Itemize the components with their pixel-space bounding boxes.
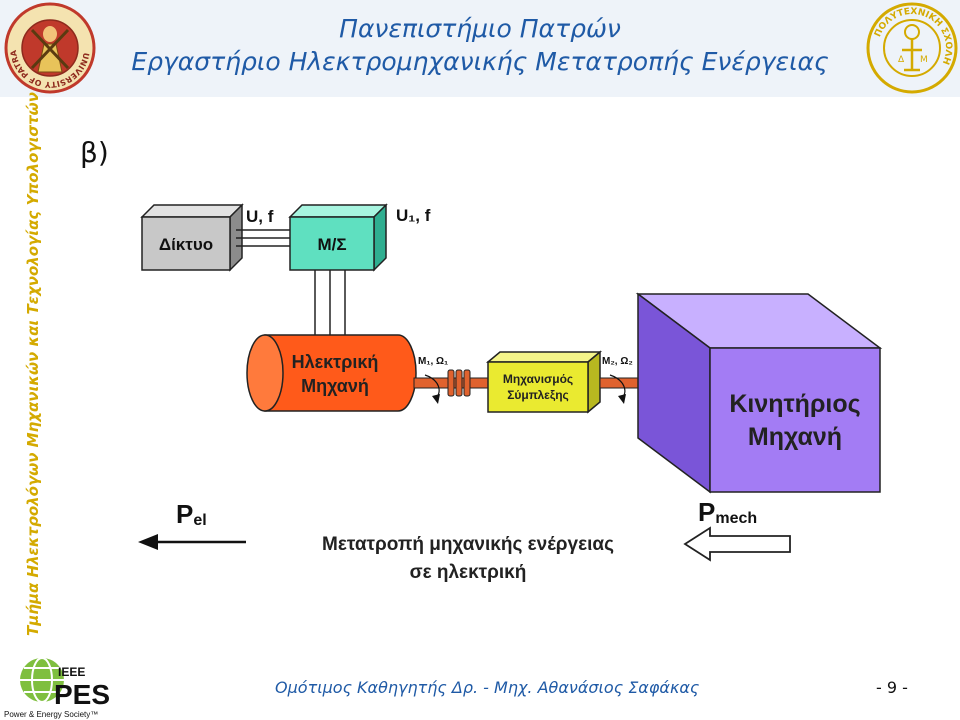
u1f-label: U₁, f <box>396 206 431 225</box>
page-number: - 9 - <box>876 678 908 697</box>
converter-machine-lines <box>314 270 346 335</box>
ieee-label: IEEE <box>58 665 85 679</box>
pmech-arrow <box>683 526 791 562</box>
m2-label: M₂, Ω₂ <box>602 356 633 367</box>
shaft-coupling-flange <box>447 369 471 397</box>
university-logo: UNIVERSITY OF PATRAS <box>4 2 96 94</box>
footer-author: Ομότιμος Καθηγητής Δρ. - Μηχ. Αθανάσιος … <box>275 678 700 697</box>
prime-mover-cube: Κινητήριος Μηχανή <box>635 292 883 494</box>
grid-box: Δίκτυο <box>140 203 244 272</box>
converter-label: Μ/Σ <box>317 235 346 254</box>
grid-label: Δίκτυο <box>159 235 213 254</box>
machine-label-line2: Μηχανή <box>301 376 369 396</box>
caption-line1: Μετατροπή μηχανικής ενέργειας <box>322 534 614 555</box>
pes-label: PES <box>54 679 110 710</box>
converter-box: Μ/Σ <box>288 203 388 272</box>
slide-subtitle: β) <box>80 136 109 169</box>
caption-line2: σε ηλεκτρική <box>410 562 527 583</box>
svg-text:Δ: Δ <box>898 55 905 65</box>
svg-text:Μ: Μ <box>920 55 928 65</box>
coupling-box: Μηχανισμός Σύμπλεξης <box>485 350 603 414</box>
ieee-pes-logo: IEEE PES Power & Energy Society™ <box>4 657 110 719</box>
m1-label: M₁, Ω₁ <box>418 356 448 367</box>
slide-header <box>0 0 960 97</box>
engine-label-line1: Κινητήριος <box>729 390 860 418</box>
coupling-label-line1: Μηχανισμός <box>503 372 573 386</box>
polytechnic-logo: Δ Μ ΠΟΛΥΤΕΧΝΙΚΗ ΣΧΟΛΗ <box>866 2 958 94</box>
coupling-label-line2: Σύμπλεξης <box>507 388 569 402</box>
society-label: Power & Energy Society™ <box>4 710 98 719</box>
pmech-label: Pmech <box>698 497 757 527</box>
pel-arrow <box>138 534 246 550</box>
grid-converter-lines <box>236 229 290 247</box>
uf-label: U, f <box>246 207 274 226</box>
slide-title-line2: Εργαστήριο Ηλεκτρομηχανικής Μετατροπής Ε… <box>131 47 829 76</box>
electric-machine: Ηλεκτρική Μηχανή <box>246 334 417 412</box>
slide-title-line1: Πανεπιστήμιο Πατρών <box>339 14 621 43</box>
machine-label-line1: Ηλεκτρική <box>292 352 379 372</box>
pel-label: Pel <box>176 499 207 529</box>
engine-label-line2: Μηχανή <box>748 423 842 451</box>
